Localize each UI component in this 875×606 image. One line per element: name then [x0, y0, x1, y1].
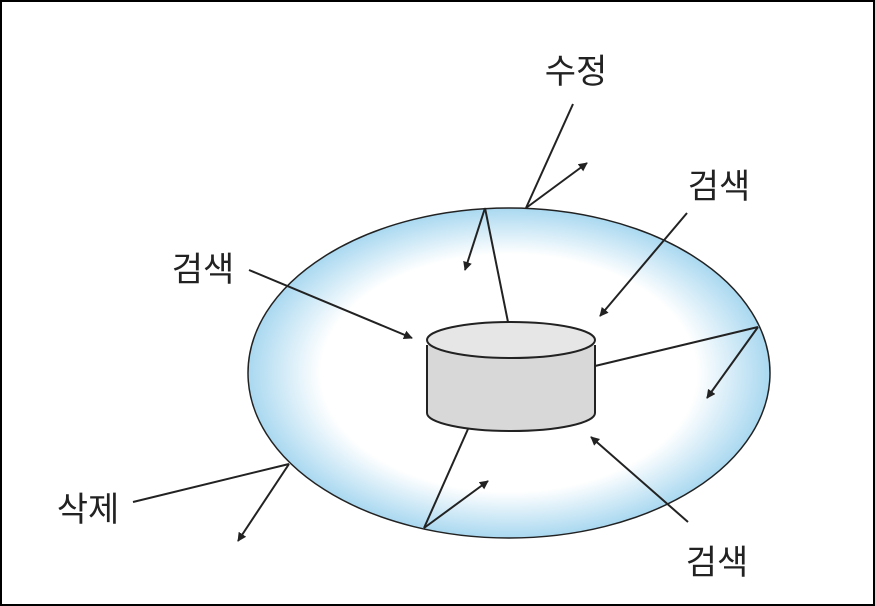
top-access-path: [463, 207, 509, 323]
delete-access-path: [132, 463, 290, 542]
search-arrow-left: [248, 269, 413, 340]
search-arrow-bottom: [590, 436, 689, 523]
modify-access-path: [525, 103, 588, 209]
search-arrow-right: [599, 212, 688, 317]
label-modify: 수정: [545, 52, 608, 92]
database-cylinder-icon: [426, 321, 596, 432]
bottom-access-path: [423, 428, 489, 529]
right-access-path: [594, 326, 759, 399]
label-search-left: 검색: [172, 250, 235, 290]
label-search-right: 검색: [688, 167, 751, 207]
label-delete: 삭제: [57, 490, 120, 530]
label-search-bottom: 검색: [686, 543, 749, 583]
